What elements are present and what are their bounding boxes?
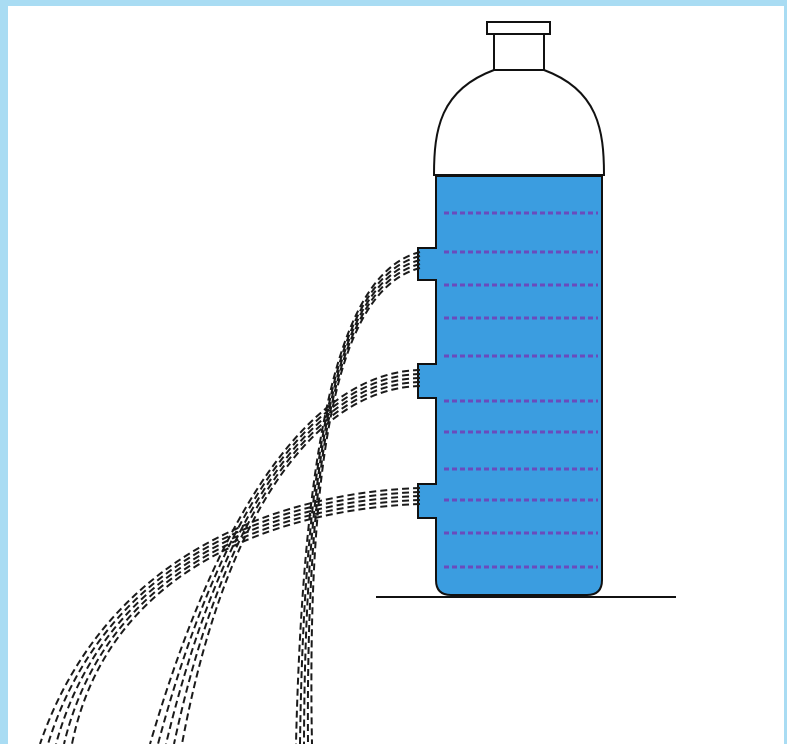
bottle-shoulder: [434, 70, 604, 175]
lower-hole-stream: [40, 488, 420, 744]
water-streams: [40, 252, 420, 744]
bottle-neck: [494, 34, 544, 70]
bottle-cap: [487, 22, 550, 34]
middle-hole-stream: [158, 374, 420, 744]
upper-hole-stream: [311, 268, 420, 744]
middle-hole-stream: [150, 370, 420, 744]
